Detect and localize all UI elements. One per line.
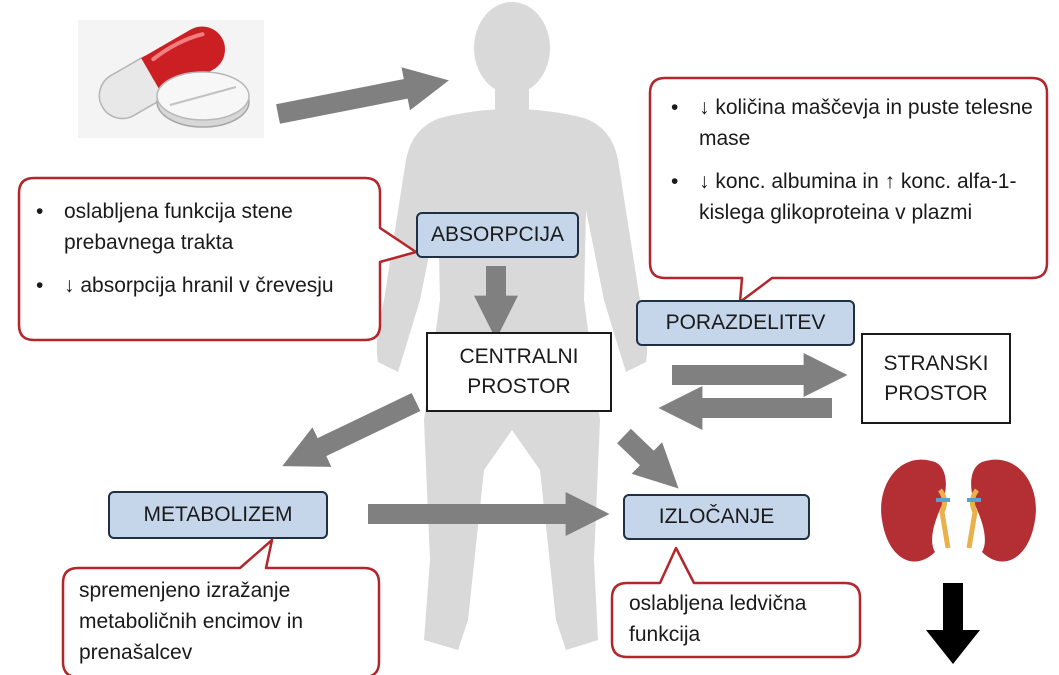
callout-distribution-item: ↓ konc. albumina in ↑ konc. alfa-1-kisle… (665, 166, 1041, 228)
central-compartment-label: CENTRALNI PROSTOR (459, 342, 578, 402)
capsule-and-tablet-icon (78, 18, 264, 138)
human-silhouette (377, 2, 647, 650)
stage-distribution: PORAZDELITEV (636, 300, 855, 346)
peripheral-compartment-label: STRANSKI PROSTOR (883, 349, 988, 409)
stage-absorption: ABSORPCIJA (416, 212, 579, 258)
stage-metabolism: METABOLIZEM (108, 491, 328, 539)
callout-distribution: ↓ količina maščevja in puste telesne mas… (665, 92, 1041, 240)
callout-distribution-item: ↓ količina maščevja in puste telesne mas… (665, 92, 1041, 154)
stage-distribution-label: PORAZDELITEV (666, 308, 826, 338)
down-arrow-icon (926, 583, 980, 664)
central-compartment: CENTRALNI PROSTOR (426, 332, 612, 412)
stage-excretion: IZLOČANJE (623, 494, 810, 540)
arrow-pill-to-body (278, 88, 410, 114)
callout-excretion: oslabljena ledvična funkcija (629, 588, 854, 650)
callout-absorption: oslabljena funkcija stene prebavnega tra… (30, 196, 375, 313)
stage-excretion-label: IZLOČANJE (659, 502, 775, 532)
callout-absorption-item: oslabljena funkcija stene prebavnega tra… (30, 196, 375, 258)
stage-metabolism-label: METABOLIZEM (144, 500, 293, 530)
callout-absorption-item: ↓ absorpcija hranil v črevesju (30, 270, 375, 301)
callout-metabolism: spremenjeno izražanje metaboličnih encim… (79, 575, 369, 668)
arrow-central-to-metabolism (318, 402, 416, 449)
peripheral-compartment: STRANSKI PROSTOR (861, 333, 1011, 424)
stage-absorption-label: ABSORPCIJA (431, 220, 564, 250)
kidneys-icon (881, 460, 1036, 562)
arrow-central-to-excretion (624, 436, 650, 461)
